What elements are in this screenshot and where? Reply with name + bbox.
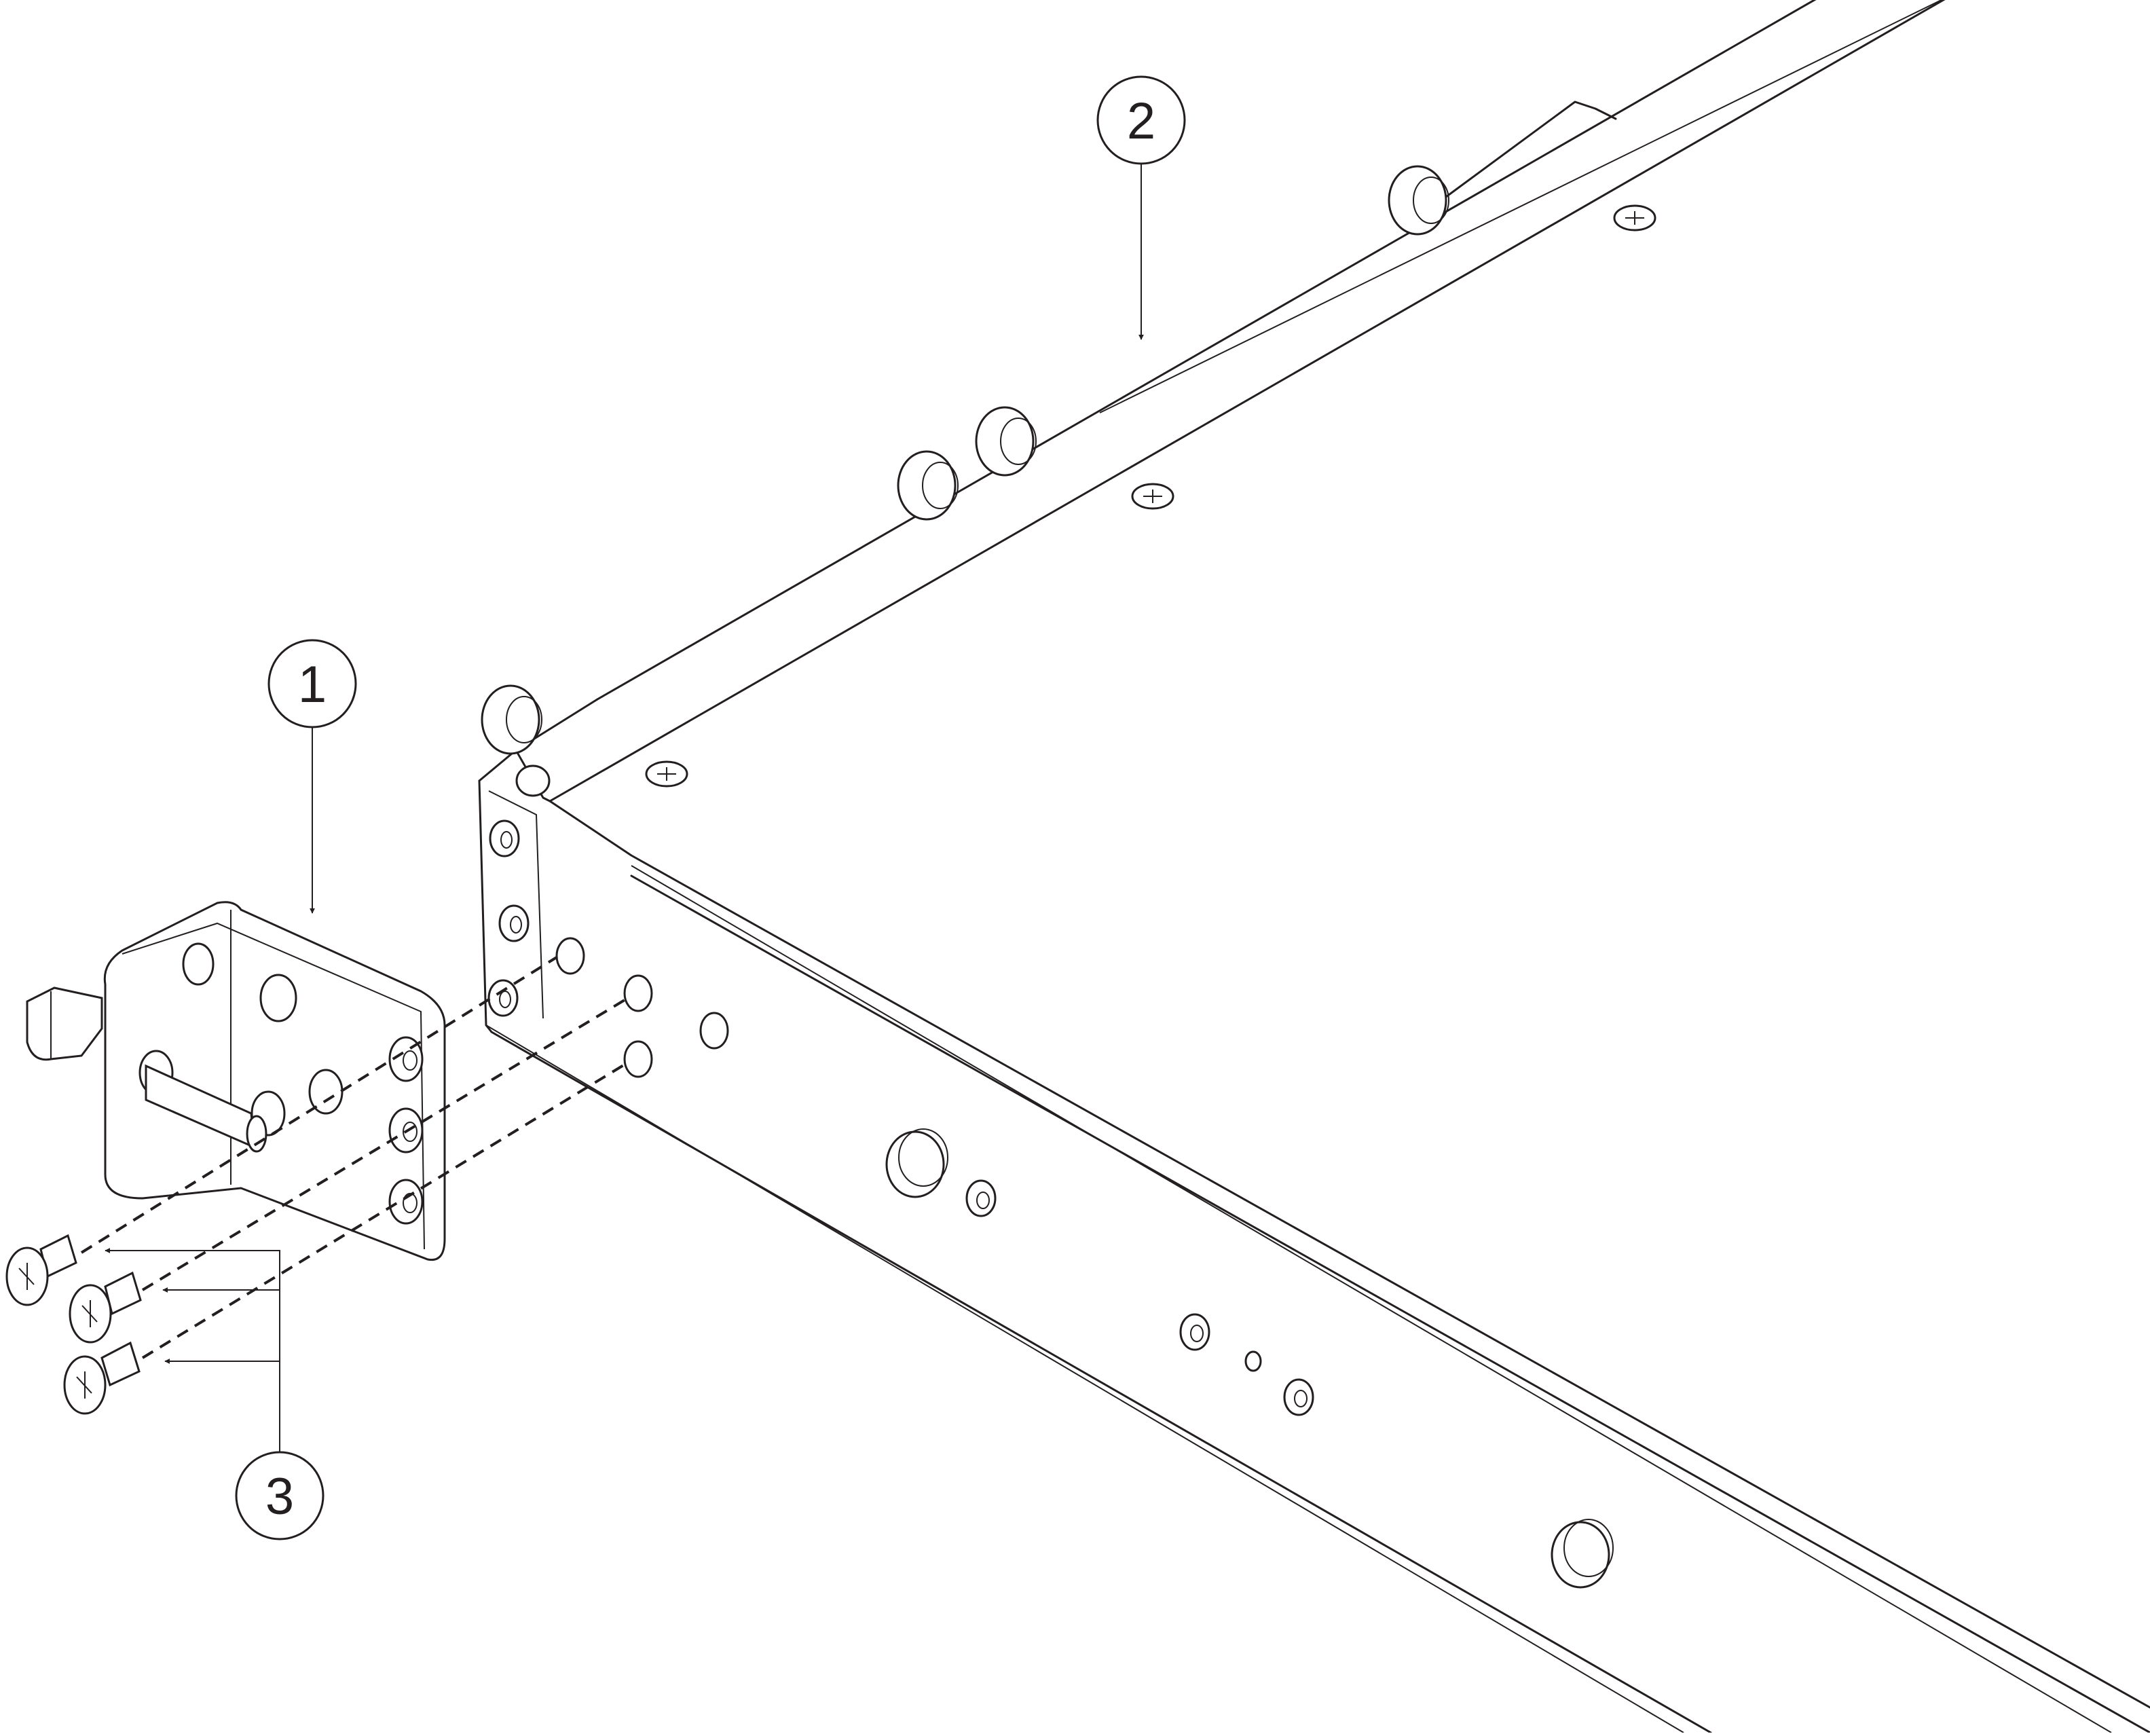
rear-bracket <box>1445 100 1617 198</box>
side-panel-holes <box>555 937 1314 1416</box>
chassis <box>478 0 2150 1734</box>
bracket-plate <box>103 901 446 1261</box>
roller-1 <box>481 684 542 755</box>
dash-line-2 <box>141 997 629 1291</box>
bracket-pin <box>26 986 103 1061</box>
mounting-bracket <box>26 901 446 1261</box>
roller-2 <box>897 450 959 521</box>
chassis-top-edge-3 <box>1099 0 1943 413</box>
dash-line-1 <box>80 956 558 1254</box>
callout-3-label: 3 <box>265 1468 294 1526</box>
chassis-side-top-edge <box>549 800 2150 1709</box>
callout-3: 3 <box>105 1248 325 1540</box>
front-panel-holes <box>487 819 530 1017</box>
roller-4 <box>1388 165 1449 236</box>
top-screw-2 <box>1131 483 1174 510</box>
chassis-top-rear-edge <box>596 0 1817 701</box>
screws <box>5 1234 142 1415</box>
callout-3-leader <box>105 1248 280 1452</box>
screw-2 <box>69 1271 142 1344</box>
bracket-holes <box>138 942 424 1225</box>
dash-line-3 <box>141 1061 629 1359</box>
rail-peg-2 <box>1551 1519 1614 1589</box>
chassis-top-edge-2 <box>549 0 1946 802</box>
chassis-side-bottom-edge-2 <box>485 1024 1684 1733</box>
callout-2-label: 2 <box>1127 92 1155 150</box>
screw-1 <box>5 1234 77 1306</box>
callout-2: 2 <box>1096 75 1186 340</box>
callout-1-label: 1 <box>298 656 327 714</box>
chassis-corner-top <box>515 749 551 802</box>
callout-1: 1 <box>267 639 357 914</box>
chassis-front-inner-edge <box>488 790 544 1019</box>
chassis-side-rail-edge-2 <box>631 865 2112 1733</box>
chassis-side-rail-edge <box>630 874 2150 1734</box>
screw-3 <box>63 1341 141 1415</box>
rail-peg-1 <box>885 1128 948 1198</box>
roller-3 <box>975 406 1037 477</box>
top-screw-3 <box>1613 204 1656 232</box>
top-screw-1 <box>645 760 688 788</box>
assembly-path-lines <box>80 956 629 1359</box>
corner-cap <box>515 764 551 797</box>
